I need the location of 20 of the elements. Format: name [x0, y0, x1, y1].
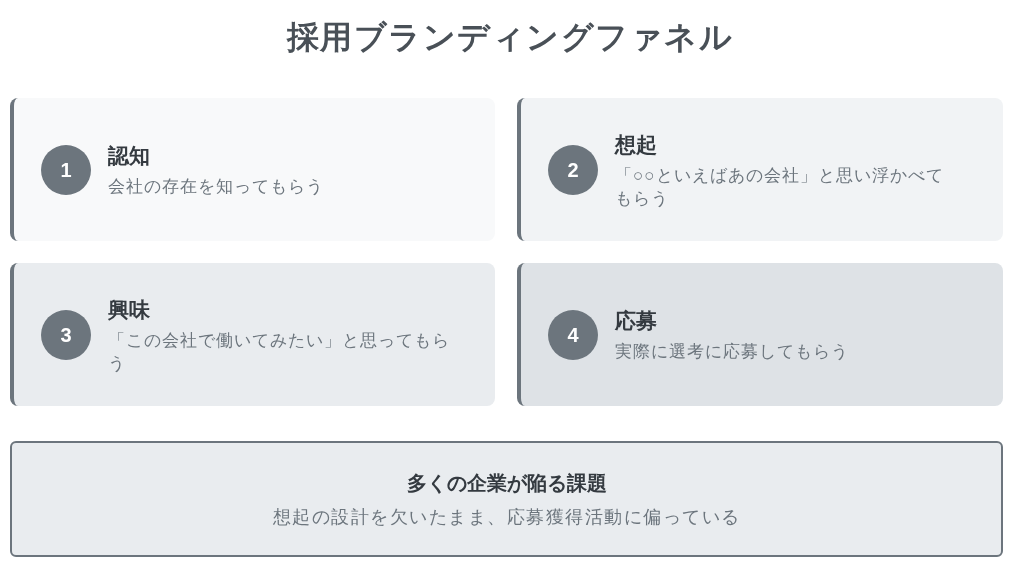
- number-circle: 4: [548, 310, 598, 360]
- title: 採用ブランディングファネル: [285, 18, 735, 57]
- number-circle: 2: [548, 145, 598, 195]
- stage-heading: 興味: [108, 296, 151, 323]
- stage-description: 会社の存在を知ってもらう: [108, 175, 325, 198]
- stage-card: [10, 98, 495, 241]
- problem-box: [10, 441, 1003, 557]
- stage-heading: 応募: [615, 307, 658, 334]
- stage-heading: 想起: [615, 131, 658, 158]
- stage-description: 「この会社で働いてみたい」と思ってもらう: [108, 329, 450, 374]
- stage-description: 実際に選考に応募してもらう: [615, 340, 850, 363]
- number-circle: 1: [41, 145, 91, 195]
- stage-card: [10, 263, 495, 406]
- stage-heading: 認知: [108, 142, 151, 169]
- problem-heading: 多くの企業が陥る課題: [406, 471, 607, 496]
- problem-description: 想起の設計を欠いたまま、応募獲得活動に偏っている: [272, 506, 741, 529]
- stage-card: [517, 263, 1003, 406]
- stage-description: 「○○といえばあの会社」と思い浮かべてもらう: [615, 164, 945, 209]
- number-circle: 3: [41, 310, 91, 360]
- stage-card: [517, 98, 1003, 241]
